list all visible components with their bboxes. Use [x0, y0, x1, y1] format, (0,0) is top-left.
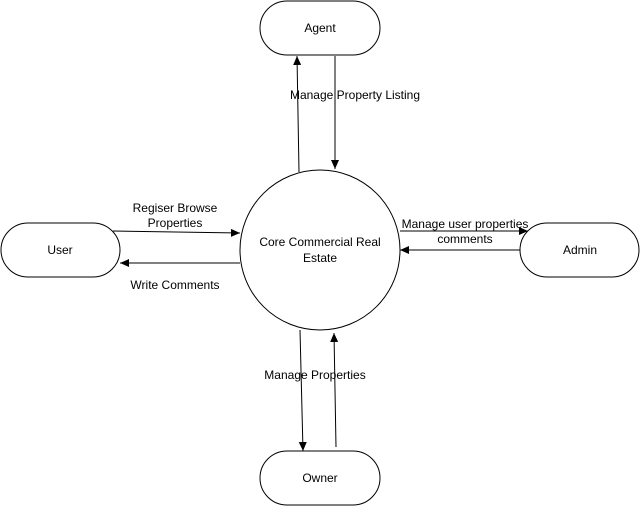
entity-owner: Owner	[259, 450, 381, 506]
flow-label-admin-line1: Manage user properties	[402, 217, 529, 231]
flow-label-agent: Manage Property Listing	[290, 88, 420, 102]
entity-user: User	[0, 222, 121, 278]
entity-admin: Admin	[519, 222, 640, 278]
entity-agent-label: Agent	[304, 21, 336, 35]
entity-admin-label: Admin	[563, 243, 597, 257]
process-label-line2: Estate	[303, 251, 337, 265]
flow-label-user-in-line2: Properties	[148, 216, 203, 230]
flow-label-user-out: Write Comments	[130, 278, 219, 292]
arrow-process-to-agent	[293, 55, 302, 173]
entity-agent: Agent	[259, 0, 381, 56]
entity-user-shape	[0, 222, 121, 278]
arrow-process-to-owner	[298, 329, 307, 452]
process-label-line1: Core Commercial Real	[259, 235, 380, 249]
entity-owner-shape	[259, 450, 381, 506]
entity-agent-shape	[259, 0, 381, 56]
arrow-owner-to-process	[330, 332, 339, 448]
process-circle	[239, 169, 401, 331]
entity-owner-label: Owner	[302, 471, 337, 485]
flow-label-admin-line2: comments	[437, 232, 492, 246]
flow-label-owner: Manage Properties	[264, 368, 365, 382]
process-core-commercial-real-estate: Core Commercial Real Estate	[239, 169, 401, 331]
flow-label-user-in-line1: Regiser Browse	[133, 201, 218, 215]
arrow-user-to-process	[112, 228, 241, 237]
entity-user-label: User	[47, 243, 72, 257]
